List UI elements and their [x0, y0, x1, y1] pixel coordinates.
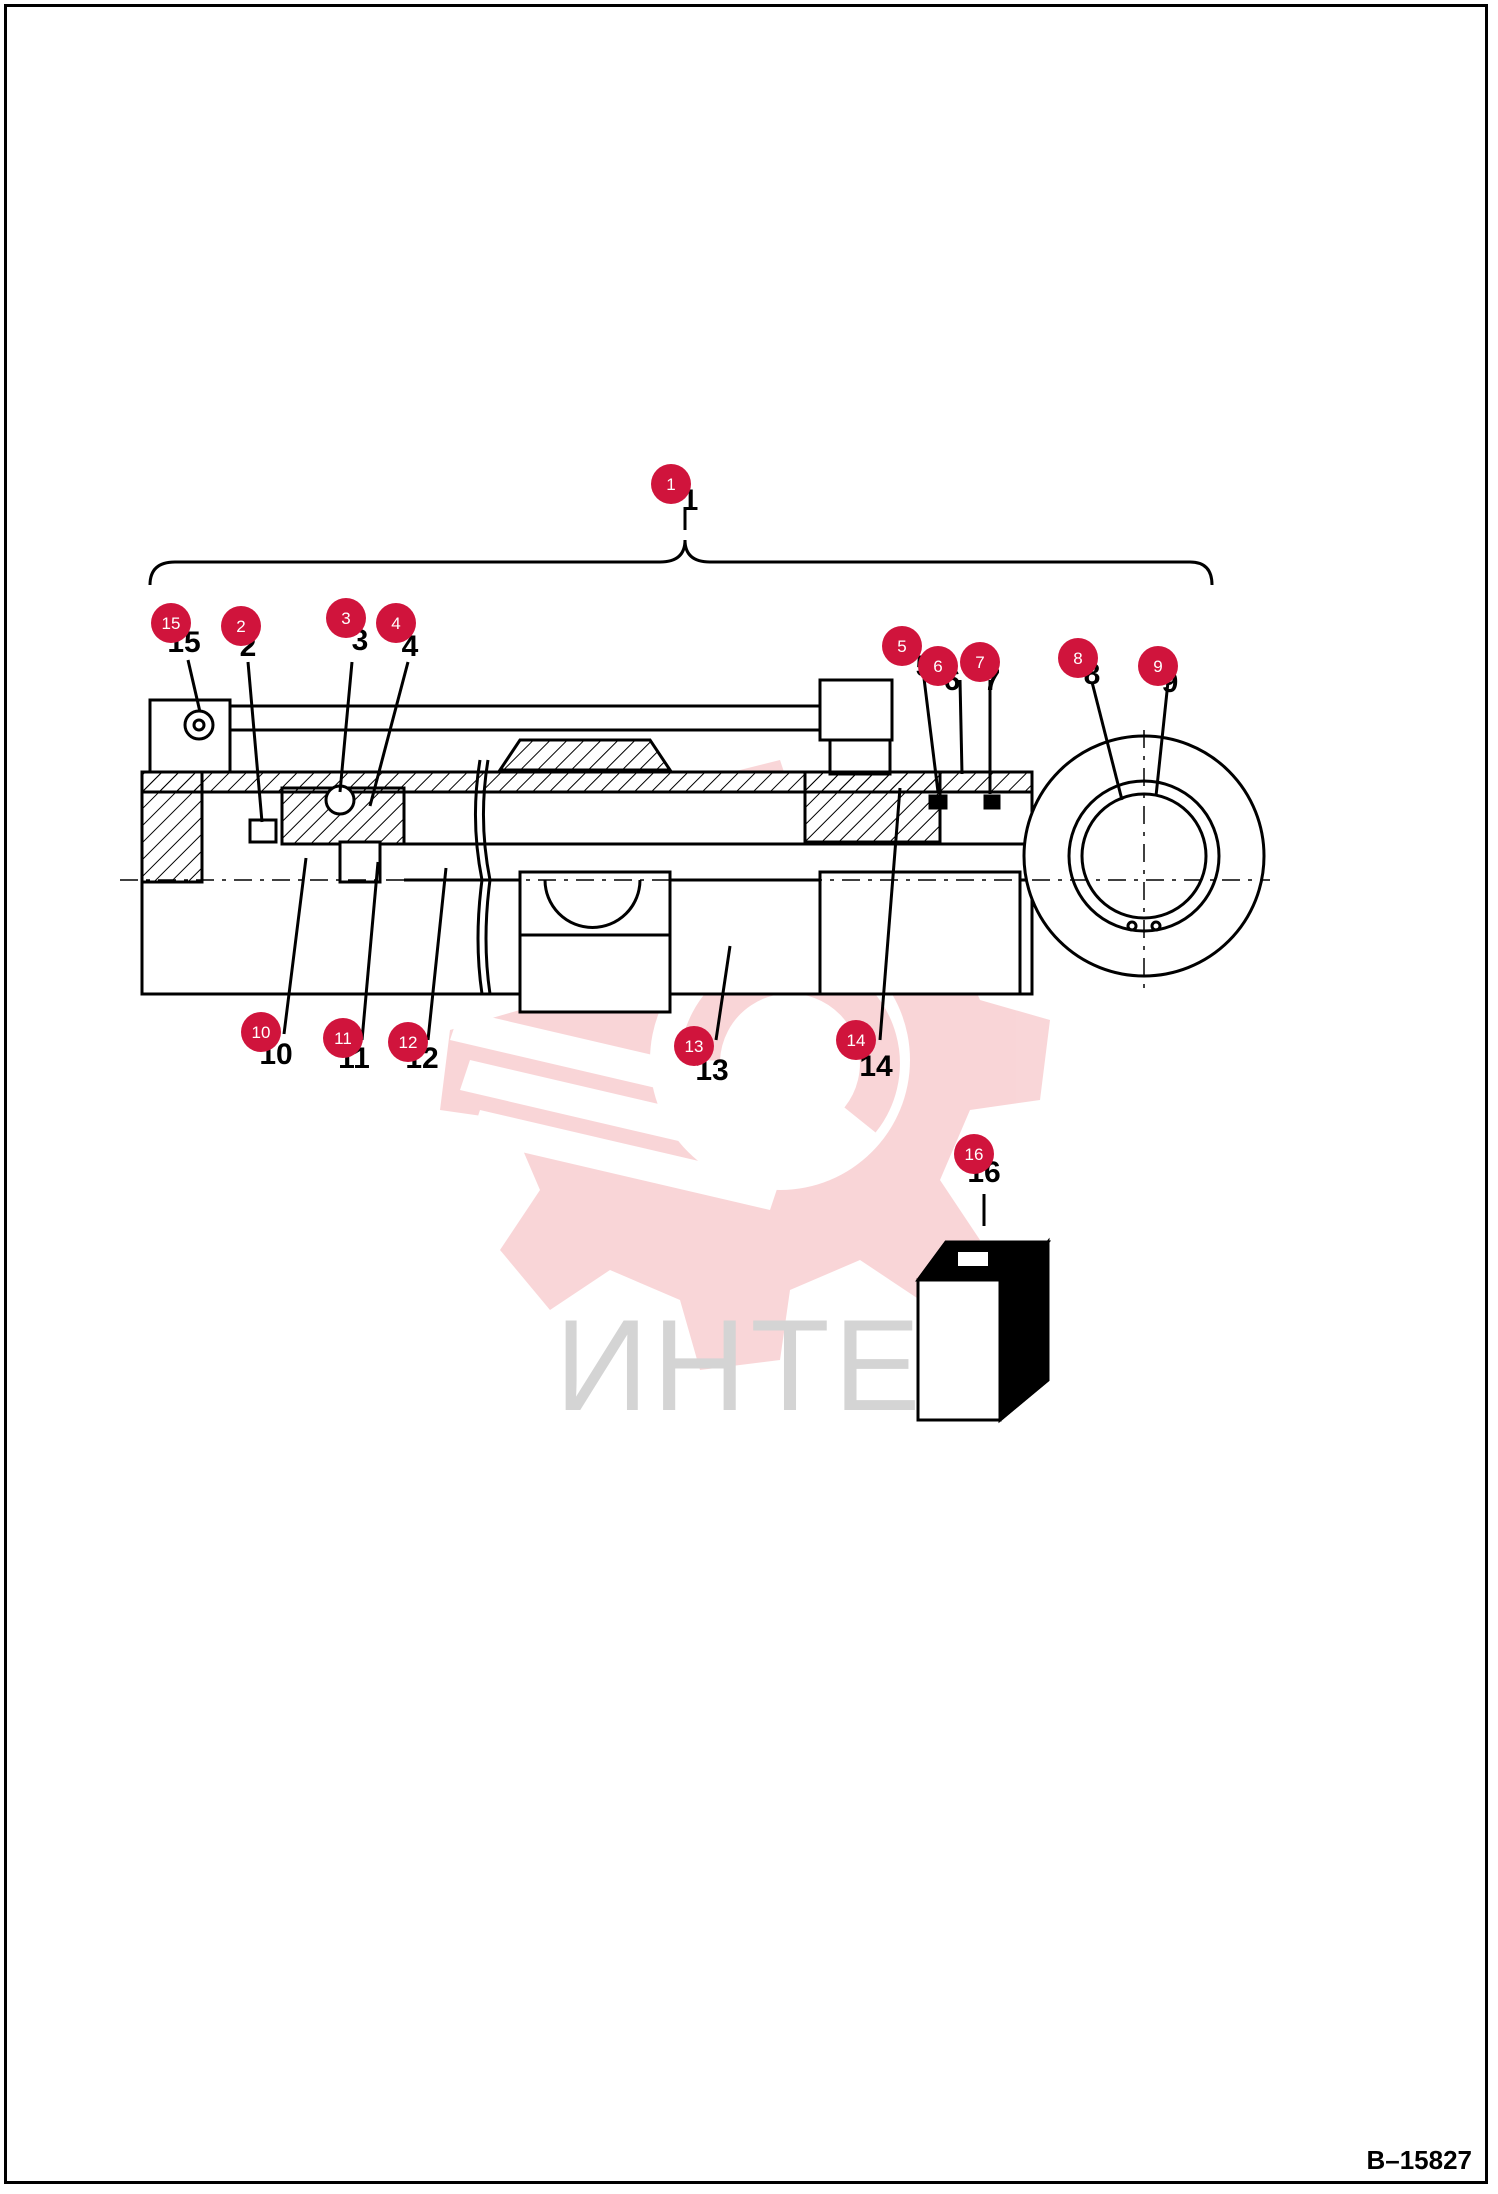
callout-13[interactable]: 13: [674, 1026, 714, 1066]
seal-kit-box: [915, 1237, 1052, 1424]
document-code: B–15827: [1366, 2145, 1472, 2175]
callout-8[interactable]: 8: [1058, 638, 1098, 678]
svg-text:11: 11: [334, 1029, 352, 1048]
svg-text:1: 1: [666, 475, 675, 494]
svg-text:2: 2: [236, 617, 245, 636]
callout-2[interactable]: 2: [221, 606, 261, 646]
callout-14[interactable]: 14: [836, 1020, 876, 1060]
svg-text:3: 3: [341, 609, 350, 628]
svg-text:4: 4: [391, 614, 400, 633]
page-frame: [4, 4, 1488, 2184]
svg-text:10: 10: [252, 1023, 271, 1042]
svg-text:12: 12: [399, 1033, 418, 1052]
svg-text:15: 15: [162, 614, 181, 633]
svg-text:6: 6: [933, 657, 942, 676]
assembly-bracket: [148, 539, 1214, 586]
svg-text:7: 7: [975, 653, 984, 672]
svg-text:14: 14: [847, 1031, 866, 1050]
leader-lines: [186, 510, 1170, 1226]
callout-4[interactable]: 4: [376, 603, 416, 643]
svg-text:9: 9: [1153, 657, 1162, 676]
callout-9[interactable]: 9: [1138, 646, 1178, 686]
svg-text:13: 13: [685, 1037, 704, 1056]
callout-5[interactable]: 5: [882, 626, 922, 666]
hydraulic-cylinder-drawing: [120, 678, 1270, 1014]
svg-text:8: 8: [1073, 649, 1082, 668]
callout-3[interactable]: 3: [326, 598, 366, 638]
callout-10[interactable]: 10: [241, 1012, 281, 1052]
svg-text:16: 16: [965, 1145, 984, 1164]
callout-12[interactable]: 12: [388, 1022, 428, 1062]
callout-6[interactable]: 6: [918, 646, 958, 686]
svg-text:5: 5: [897, 637, 906, 656]
callout-16[interactable]: 16: [954, 1134, 994, 1174]
callout-1[interactable]: 1: [651, 464, 691, 504]
callout-7[interactable]: 7: [960, 642, 1000, 682]
callout-markers[interactable]: 1 15 2 3 4 5 6 7 8 9 10 11 12 13 14 16: [151, 464, 1178, 1174]
callout-15[interactable]: 15: [151, 603, 191, 643]
callout-11[interactable]: 11: [323, 1018, 363, 1058]
